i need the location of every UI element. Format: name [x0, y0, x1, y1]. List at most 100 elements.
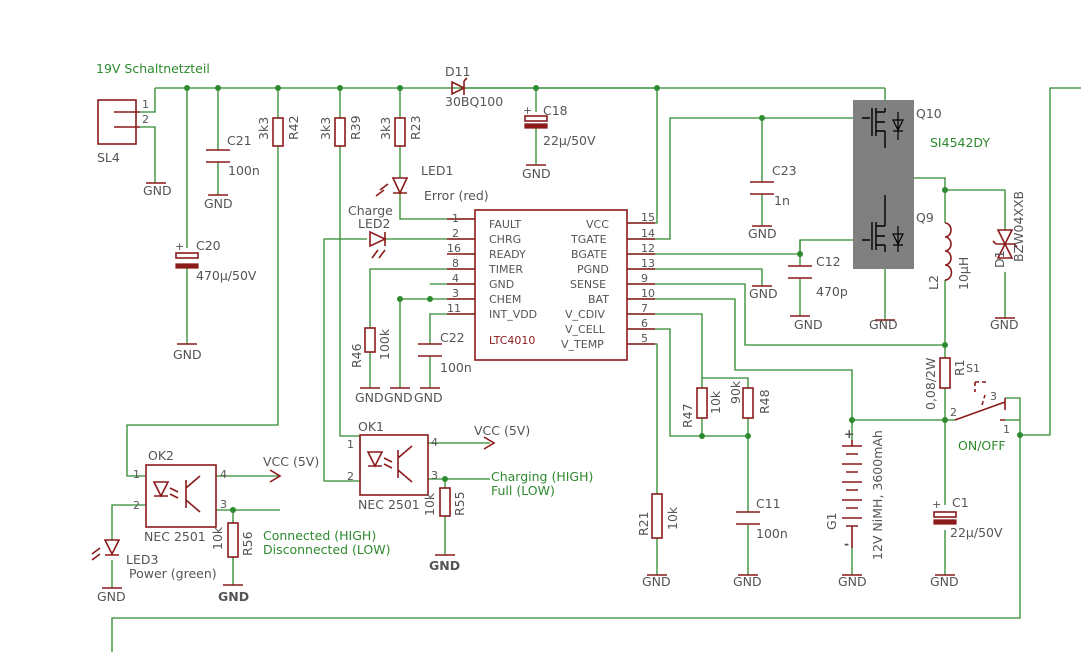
pin-number: 3 [220, 498, 227, 511]
component-value: 100n [228, 163, 260, 178]
gnd-label: GND [990, 317, 1019, 332]
component-value: 10µH [956, 257, 971, 290]
pin-number: 7 [641, 302, 648, 315]
component-name: R21 [636, 511, 651, 536]
optocoupler-ok2: OK2 NEC 2501 1 2 3 4 [133, 448, 227, 544]
capacitor-c23: C23 1n [750, 163, 797, 208]
net-label-connected: Connected (HIGH) [263, 528, 376, 543]
pin-number: 16 [447, 242, 461, 255]
optocoupler-ok1: OK1 NEC 2501 1 2 3 4 [347, 419, 438, 512]
pin-number: 2 [950, 406, 957, 419]
junction [215, 85, 221, 91]
pin-number: 3 [990, 390, 997, 403]
component-name: R1 [952, 359, 967, 376]
resistor-r23: 3k3 R23 [378, 115, 423, 147]
ic-ltc4010: 1 FAULT 2 CHRG 16 READY 8 TIMER 4 GND 3 … [447, 209, 655, 361]
pin-number: 1 [133, 468, 140, 481]
gnd-label: GND [642, 574, 671, 589]
component-value: 22µ/50V [950, 525, 1003, 540]
junction [337, 85, 343, 91]
pin-name: READY [489, 248, 526, 261]
wires [111, 87, 1081, 652]
component-name: G1 [824, 512, 839, 530]
junction [397, 296, 403, 302]
junction [442, 476, 448, 482]
pin-name: BAT [588, 293, 609, 306]
polarity-mark: + [523, 104, 532, 117]
pin-number: 11 [447, 302, 461, 315]
gnd-label: GND [173, 347, 202, 362]
component-name: LED1 [421, 163, 453, 178]
pin-name: BGATE [571, 248, 607, 261]
pin-name: PGND [577, 263, 609, 276]
gnd-label: GND [838, 574, 867, 589]
pin-number: 2 [347, 470, 354, 483]
capacitor-c1: + C1 22µ/50V [932, 495, 1003, 540]
pin-number: 14 [641, 227, 655, 240]
capacitor-c11: C11 100n [736, 496, 788, 541]
pin-name: CHRG [489, 233, 521, 246]
component-name: R56 [240, 531, 255, 556]
vcc-label: VCC (5V) [263, 454, 319, 469]
component-value: 1n [774, 193, 790, 208]
component-name: R42 [286, 115, 301, 140]
pin-number: 2 [452, 227, 459, 240]
gnd-label: GND [930, 574, 959, 589]
gnd-label: GND [97, 589, 126, 604]
junction [230, 507, 236, 513]
component-name: L2 [926, 275, 941, 290]
component-value: Error (red) [424, 188, 489, 203]
pin-number: 9 [641, 272, 648, 285]
component-name: R23 [408, 115, 423, 140]
component-value: 30BQ100 [445, 94, 503, 109]
component-name: OK1 [358, 419, 384, 434]
gnd-label: GND [429, 558, 460, 573]
capacitor-c22: C22 100n [418, 330, 472, 375]
component-value: 12V NiMH, 3600mAh [870, 430, 885, 560]
resistor-r1: 0,08/2W R1 [923, 357, 967, 410]
pin-number: 2 [142, 113, 149, 126]
pin-number: 4 [220, 468, 227, 481]
junction [759, 115, 765, 121]
led-led2: Charge LED2 [348, 203, 393, 259]
component-value: 0,08/2W [923, 358, 938, 410]
gnd-label: GND [355, 390, 384, 405]
pin-name: TIMER [488, 263, 523, 276]
pin-number: 13 [641, 257, 655, 270]
pin-number: 12 [641, 242, 655, 255]
component-name: C1 [952, 495, 969, 510]
switch-s1[interactable]: S1 2 3 1 ON/OFF [950, 362, 1010, 453]
net-label-disconnected: Disconnected (LOW) [263, 542, 391, 557]
resistor-r42: 3k3 R42 [256, 115, 301, 147]
component-value: 10k [422, 492, 437, 516]
pin-name: V_TEMP [561, 338, 604, 351]
gnd-label: GND [384, 390, 413, 405]
resistor-r47: R47 10k [680, 387, 723, 428]
component-name: C12 [816, 254, 841, 269]
gnd-label: GND [414, 390, 443, 405]
ic-name: LTC4010 [489, 334, 535, 347]
junction [942, 187, 948, 193]
component-value: 470µ/50V [196, 268, 257, 283]
resistor-r46: R46 100k [349, 327, 392, 368]
capacitor-c20: + C20 470µ/50V [175, 238, 257, 283]
junction [275, 85, 281, 91]
diode-d1: D1 BZW04XXB [992, 191, 1026, 268]
pin-name: VCC [586, 218, 609, 231]
component-name: C21 [227, 133, 252, 148]
resistor-r56: 10k R56 [210, 522, 255, 558]
pin-number: 6 [641, 317, 648, 330]
component-value: NEC 2501 [358, 497, 420, 512]
junction [745, 433, 751, 439]
component-value: Charge [348, 203, 393, 218]
component-name: S1 [966, 362, 980, 375]
component-name: R39 [348, 115, 363, 140]
component-value: 3k3 [378, 117, 393, 140]
component-value: 3k3 [256, 117, 271, 140]
component-name: C11 [756, 496, 781, 511]
net-label-charging: Charging (HIGH) [491, 469, 593, 484]
capacitor-c18: + C18 22µ/50V [523, 103, 596, 148]
mosfet-package-body [853, 100, 914, 269]
component-value: 90k [728, 380, 743, 404]
